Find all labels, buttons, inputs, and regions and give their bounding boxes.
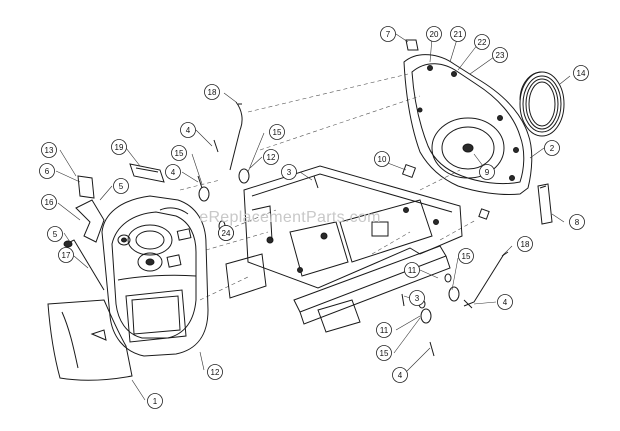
rear-support-bracket [537, 183, 553, 225]
callout-label: 4 [398, 371, 403, 380]
callout-circle [218, 225, 234, 241]
callout-circle [450, 26, 466, 42]
callout-circle [147, 393, 163, 409]
assembly-guide-lines [179, 73, 477, 301]
callout-label: 24 [222, 229, 231, 238]
callout-label: 17 [62, 251, 71, 260]
callout-label: 19 [115, 143, 124, 152]
callout-circle [569, 214, 585, 230]
callout-circle [180, 122, 196, 138]
callout-label: 14 [577, 69, 586, 78]
callout-circle [41, 194, 57, 210]
callout-circle [392, 367, 408, 383]
watermark-text: eReplacementParts.com [199, 209, 381, 226]
callout-circle [204, 84, 220, 100]
callout-label: 1 [153, 397, 158, 406]
callout-circle [573, 65, 589, 81]
callout-label: 3 [287, 168, 292, 177]
callout-label: 5 [53, 230, 58, 239]
callout-label: 23 [496, 51, 505, 60]
callout-label: 4 [503, 298, 508, 307]
callout-group: 1233444455678910111111121213141515151516… [39, 26, 589, 409]
callout-circle [281, 164, 297, 180]
callout-circle [479, 164, 495, 180]
callout-label: 13 [45, 146, 54, 155]
callout-circle [404, 262, 420, 278]
callout-circle [47, 226, 63, 242]
callout-label: 15 [462, 252, 471, 261]
callout-label: 2 [550, 144, 555, 153]
callout-label: 16 [45, 198, 54, 207]
coil-ring [519, 71, 565, 137]
callout-circle [41, 142, 57, 158]
callout-circle [376, 345, 392, 361]
callout-circle [517, 236, 533, 252]
callout-circle [113, 178, 129, 194]
rear-fender [403, 54, 533, 195]
hardware [197, 39, 490, 357]
callout-circle [497, 294, 513, 310]
callout-label: 18 [208, 88, 217, 97]
callout-label: 12 [211, 368, 220, 377]
callout-label: 18 [521, 240, 530, 249]
callout-label: 10 [378, 155, 387, 164]
left-brackets [63, 163, 165, 291]
callout-label: 20 [430, 30, 439, 39]
callout-circle [171, 145, 187, 161]
callout-label: 15 [273, 128, 282, 137]
callout-circle [263, 149, 279, 165]
control-rods [229, 101, 509, 307]
callout-circle [426, 26, 442, 42]
callout-label: 12 [267, 153, 276, 162]
callout-circle [474, 34, 490, 50]
callout-circle [374, 151, 390, 167]
callout-label: 9 [485, 168, 490, 177]
callout-circle [544, 140, 560, 156]
callout-circle [58, 247, 74, 263]
callout-circle [492, 47, 508, 63]
callout-label: 4 [186, 126, 191, 135]
callout-label: 6 [45, 167, 50, 176]
callout-label: 5 [119, 182, 124, 191]
callout-circle [165, 164, 181, 180]
callout-label: 15 [380, 349, 389, 358]
dash-panel [101, 195, 209, 357]
callout-label: 21 [454, 30, 463, 39]
callout-label: 4 [171, 168, 176, 177]
callout-circle [111, 139, 127, 155]
main-frame [225, 165, 463, 333]
callout-circle [269, 124, 285, 140]
callout-label: 7 [386, 30, 391, 39]
callout-label: 11 [380, 326, 389, 335]
callout-label: 11 [408, 266, 417, 275]
callout-circle [458, 248, 474, 264]
callout-circle [409, 290, 425, 306]
dash-cover-plate [47, 299, 133, 381]
callout-circle [39, 163, 55, 179]
callout-circle [207, 364, 223, 380]
callout-label: 8 [575, 218, 580, 227]
callout-circle [376, 322, 392, 338]
callout-label: 3 [415, 294, 420, 303]
callout-label: 22 [478, 38, 487, 47]
callout-label: 15 [175, 149, 184, 158]
callout-circle [380, 26, 396, 42]
